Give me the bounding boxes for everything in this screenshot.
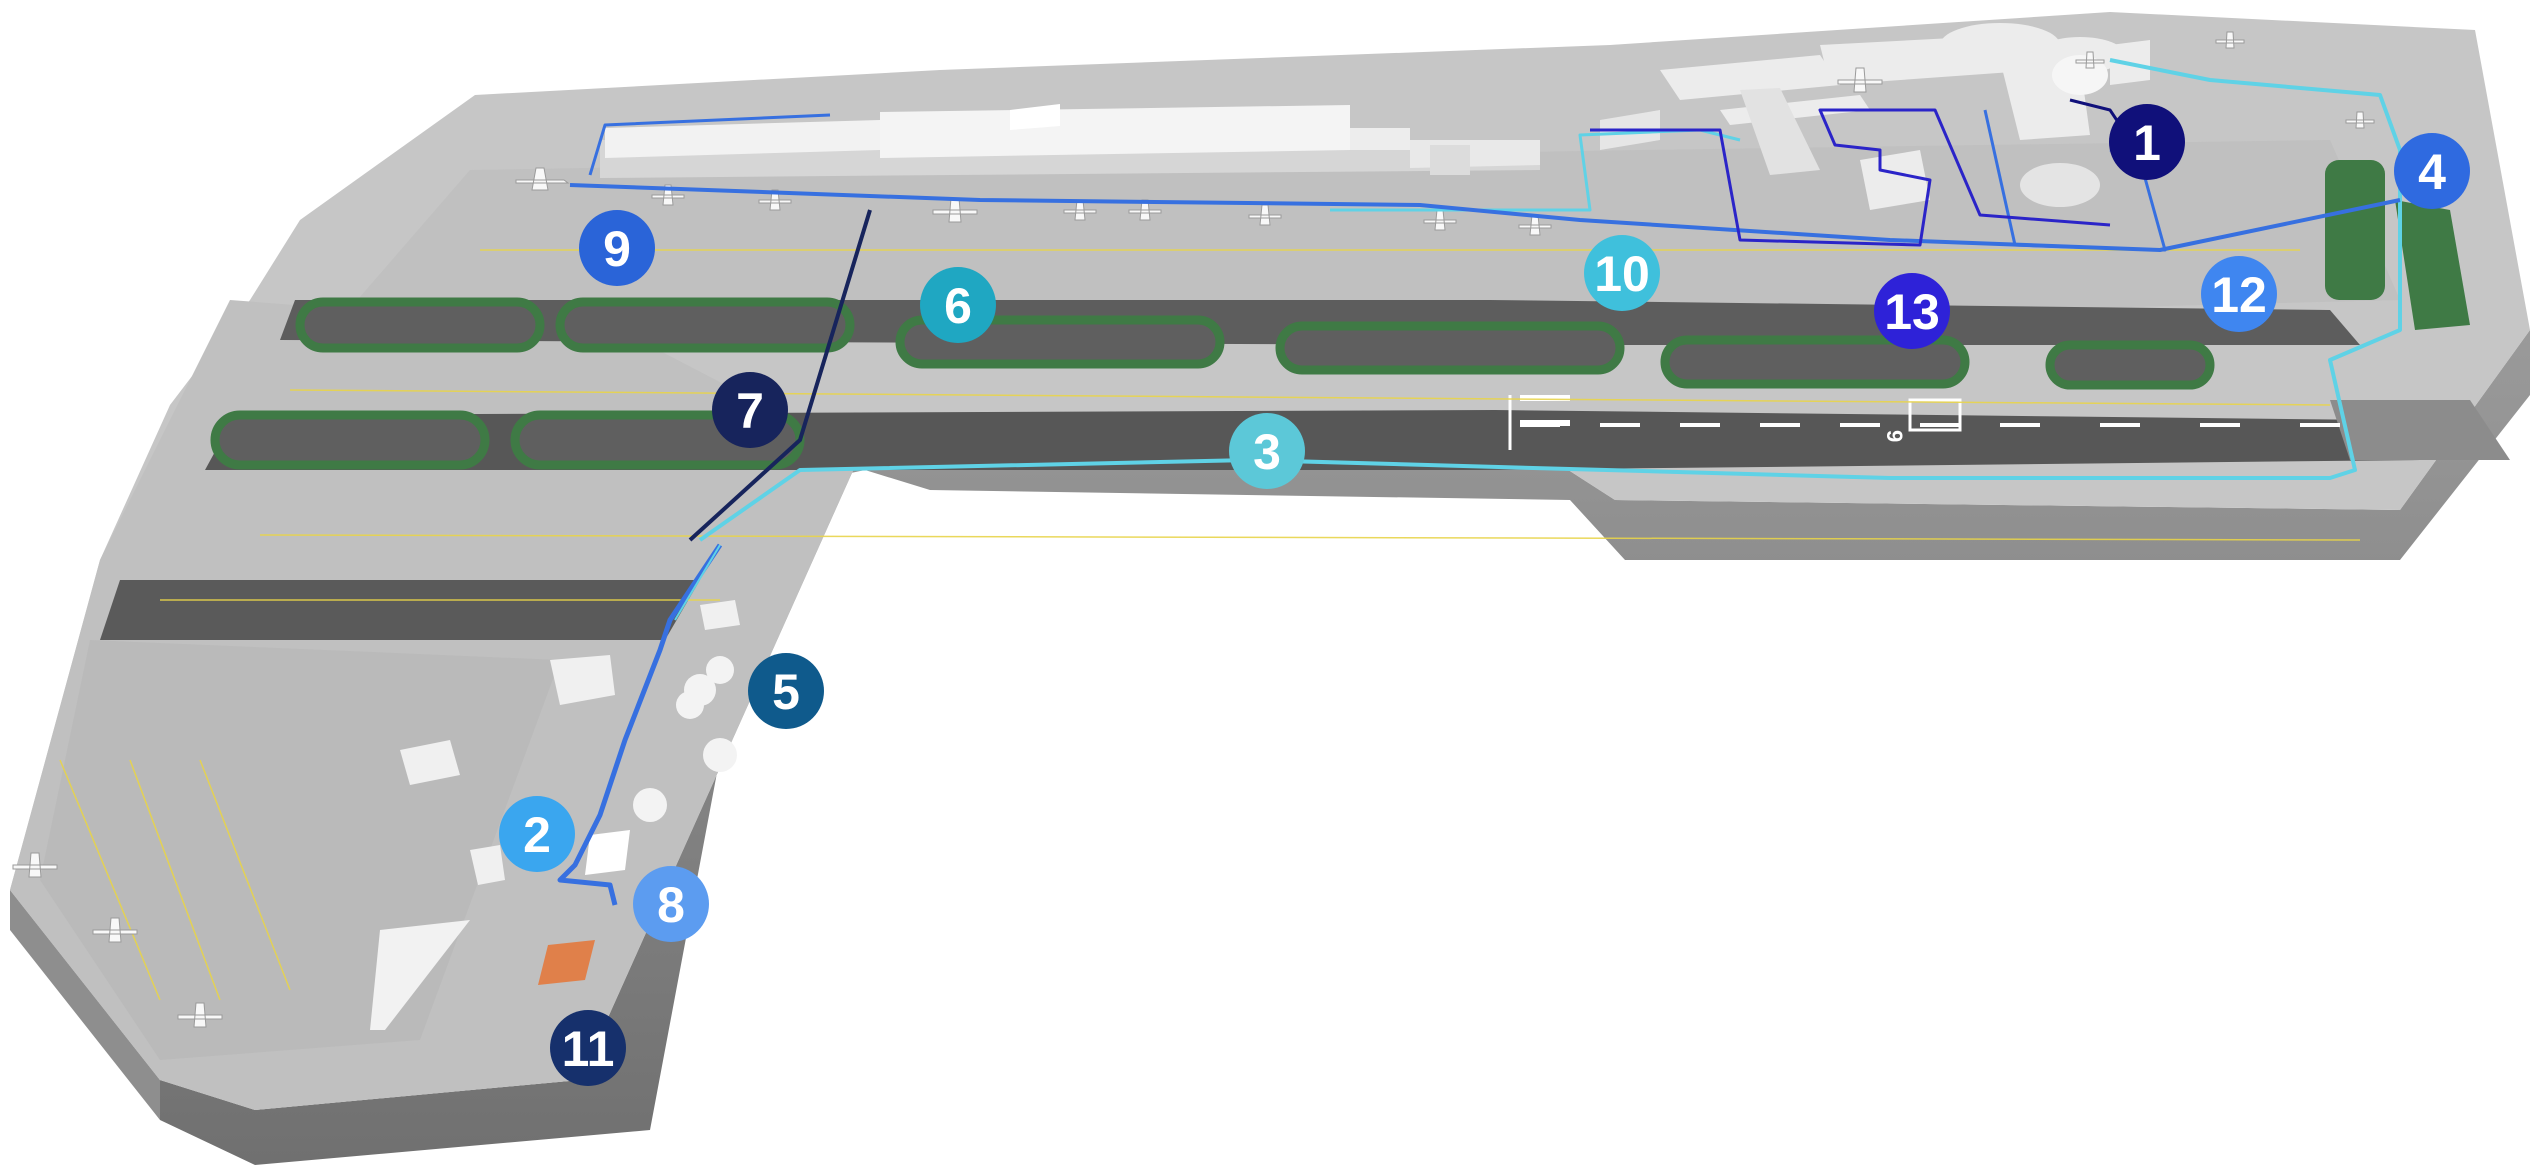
marker-1[interactable]: 1	[2109, 104, 2185, 180]
svg-text:11: 11	[562, 1021, 615, 1077]
support-facilities	[370, 600, 740, 1030]
route-navy-7	[688, 209, 872, 542]
marker-12[interactable]: 12	[2201, 256, 2277, 332]
marker-11[interactable]: 11	[550, 1010, 626, 1086]
markers: 1 2 3 4 5 6 7 8	[499, 104, 2470, 1086]
svg-text:12: 12	[2211, 267, 2267, 323]
taxi-lines	[59, 249, 2361, 1001]
east-terminal	[1660, 23, 2150, 210]
svg-text:10: 10	[1594, 246, 1650, 302]
svg-text:4: 4	[2418, 144, 2446, 200]
marker-7[interactable]: 7	[712, 372, 788, 448]
svg-text:8: 8	[657, 877, 685, 933]
route-blue-south	[557, 543, 723, 906]
runway-designator: 9	[1882, 430, 1907, 442]
marker-5[interactable]: 5	[748, 653, 824, 729]
svg-text:9: 9	[603, 221, 631, 277]
main-terminal	[600, 104, 1660, 178]
runway-markings	[1508, 395, 2340, 450]
svg-text:7: 7	[736, 383, 764, 439]
route-cyan	[698, 58, 2402, 542]
route-lines	[557, 58, 2402, 906]
route-blue-top	[588, 113, 831, 176]
svg-text:2: 2	[523, 807, 551, 863]
marker-10[interactable]: 10	[1584, 235, 1660, 311]
svg-text:3: 3	[1253, 424, 1281, 480]
route-cyan-upper	[1330, 128, 1741, 212]
marker-3[interactable]: 3	[1229, 413, 1305, 489]
svg-text:13: 13	[1884, 284, 1940, 340]
svg-text:5: 5	[772, 664, 800, 720]
svg-text:6: 6	[944, 278, 972, 334]
aircraft	[12, 31, 2375, 1028]
marker-8[interactable]: 8	[633, 866, 709, 942]
route-indigo	[1590, 108, 2111, 247]
marker-4[interactable]: 4	[2394, 133, 2470, 209]
svg-text:1: 1	[2133, 115, 2161, 171]
marker-6[interactable]: 6	[920, 267, 996, 343]
marker-2[interactable]: 2	[499, 796, 575, 872]
marker-9[interactable]: 9	[579, 210, 655, 286]
marker-13[interactable]: 13	[1874, 273, 1950, 349]
